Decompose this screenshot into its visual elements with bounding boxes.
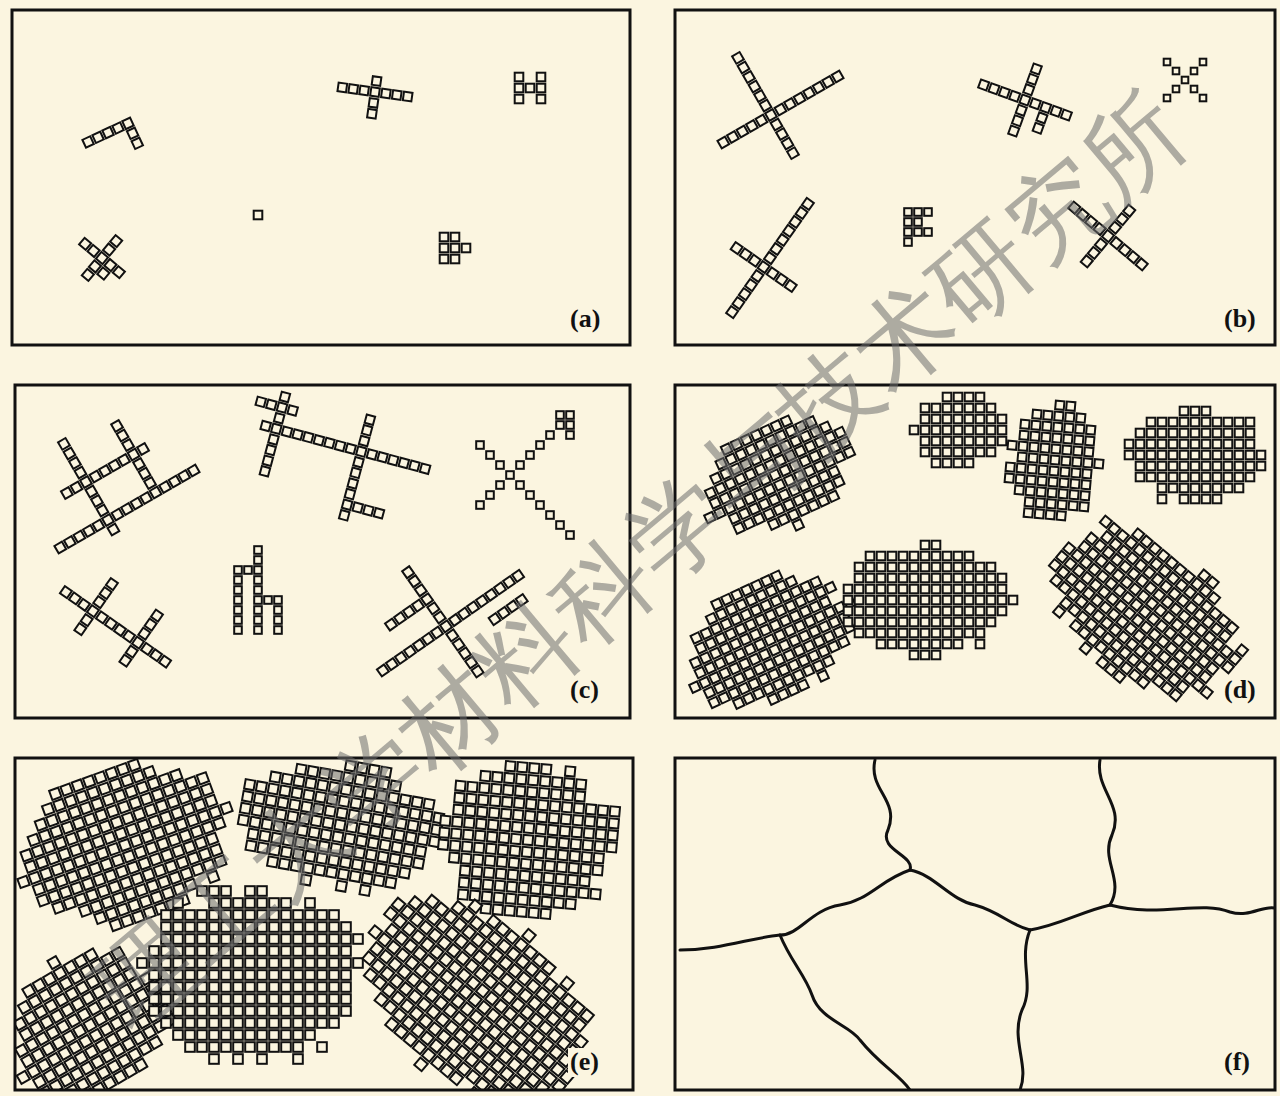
crystal-nucleus [675,547,879,718]
crystal-nucleus [440,233,471,264]
crystal-nucleus [47,559,190,685]
crystal-nucleus [967,48,1083,151]
crystal-nucleus [1125,407,1266,504]
crystal-nucleus [334,72,414,124]
crystal-nucleus [1021,492,1270,718]
crystal-nucleus [910,393,1007,468]
crystal-nucleus [684,13,865,186]
crystal-nucleus [254,211,263,220]
crystal-nucleus [1164,59,1207,102]
crystal-nucleus [433,758,623,924]
panel-label: (b) [1222,305,1258,334]
crystal-nucleus [1002,397,1109,524]
crystal-nucleus [233,386,439,538]
panel-label: (f) [1222,1048,1252,1077]
crystal-nucleus [82,118,143,168]
crystal-nucleus [904,208,932,246]
crystal-nucleus [234,546,282,634]
panel-label: (d) [1222,676,1258,705]
crystal-nucleus [844,541,1018,660]
panel-label: (a) [568,305,602,334]
crystal-nucleus [476,411,574,539]
watermark: 理工大学材料科学与技术研究所 [77,77,1202,1043]
crystal-nucleus [699,179,841,337]
crystal-nucleus [65,221,139,295]
crystal-nucleus [322,852,627,1090]
crystal-nucleus [15,388,205,562]
crystal-nucleus [515,73,546,104]
panel-label: (e) [568,1048,601,1077]
